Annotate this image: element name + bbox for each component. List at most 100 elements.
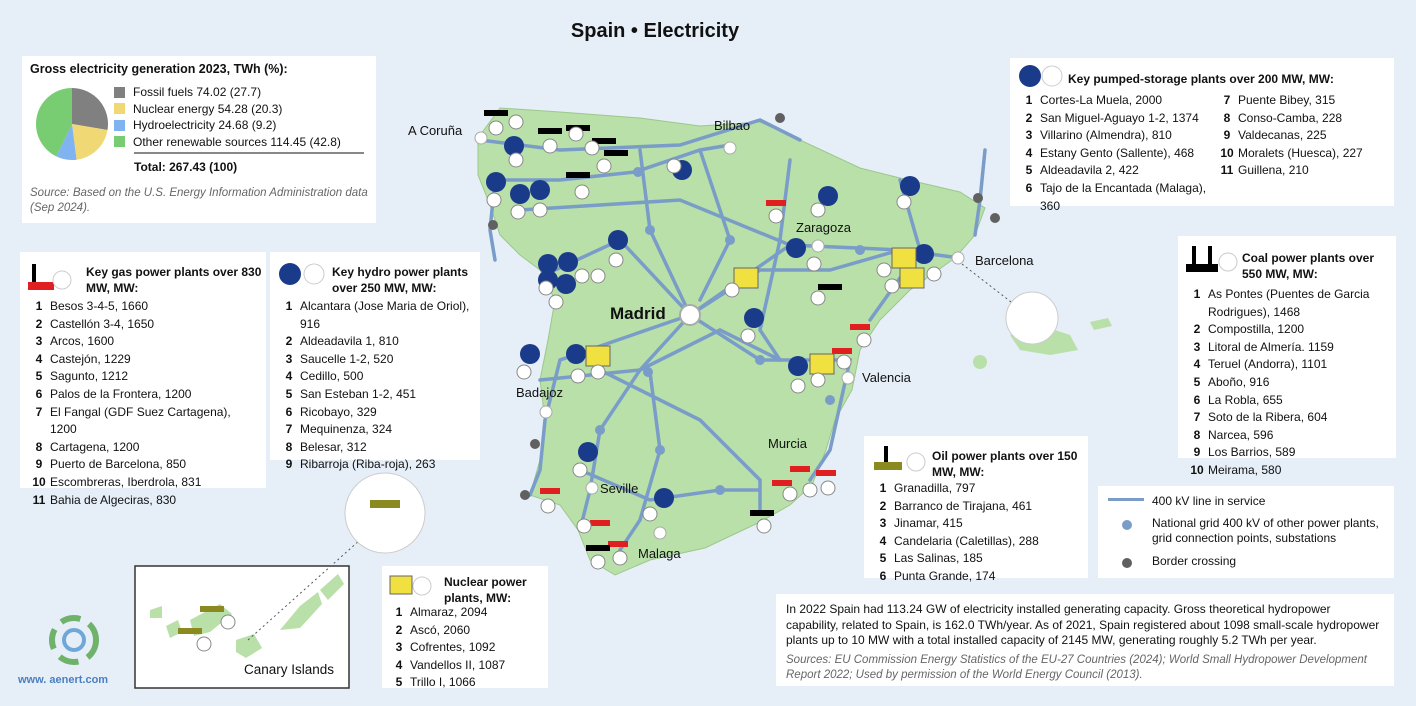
oil-number: 2: [879, 498, 887, 513]
legend-border-swatch: [1122, 558, 1132, 568]
canary-islands-shapes: [150, 574, 344, 658]
generation-panel: Gross electricity generation 2023, TWh (…: [22, 56, 376, 223]
pumped-number: 8: [1223, 110, 1231, 125]
hydro-number: 5: [285, 386, 293, 401]
generation-heading: Gross electricity generation 2023, TWh (…: [30, 62, 288, 76]
city-badajoz: Badajoz: [516, 385, 563, 400]
oil-number: 6: [879, 568, 887, 583]
gas-number: 9: [35, 457, 43, 472]
coal-label: Soto de la Ribera, 604: [1208, 410, 1328, 425]
gas-number: 8: [35, 439, 43, 454]
gas-label: Bahia de Algeciras, 830: [50, 492, 177, 507]
coal-label: Compostilla, 1200: [1208, 322, 1305, 337]
gas-number: 2: [35, 316, 43, 331]
nuclear-number: 2: [395, 622, 403, 637]
hydro-item-5: 5 San Esteban 1-2, 451: [278, 386, 474, 404]
gas-number: 1: [35, 299, 43, 313]
logo-text: www. aenert.com: [18, 674, 109, 686]
nuclear-heading: Nuclear power plants, MW:: [444, 575, 527, 605]
gas-label: Sagunto, 1212: [50, 369, 129, 384]
nuclear-label: Vandellos II, 1087: [410, 657, 506, 672]
gas-icon: [28, 264, 72, 290]
pumped-label: Valdecanas, 225: [1238, 128, 1327, 143]
gas-label: Escombreras, Iberdrola, 831: [50, 474, 202, 489]
pie-slice-1: [72, 124, 108, 160]
pumped-number: 6: [1025, 180, 1033, 195]
pumped-label: Villarino (Almendra), 810: [1040, 128, 1172, 143]
gas-label: Cartagena, 1200: [50, 439, 140, 454]
coal-number: 7: [1193, 410, 1201, 425]
legend-grid-swatch: [1122, 520, 1132, 530]
gas-number: 6: [35, 386, 43, 401]
pie-slice-0: [72, 88, 108, 131]
hydro-label: San Esteban 1-2, 451: [300, 386, 417, 401]
oil-label: Granadilla, 797: [894, 481, 976, 495]
coal-number: 10: [1190, 462, 1204, 477]
hydro-panel: Key hydro power plants over 250 MW, MW: …: [270, 252, 480, 471]
pumped-item-3: 3 Villarino (Almendra), 810: [1018, 127, 1214, 145]
gas-number: 10: [32, 474, 46, 489]
gas-label: Castejón, 1229: [50, 351, 131, 366]
pumped-label: Conso-Camba, 228: [1238, 110, 1343, 125]
balearic-connector: [961, 263, 1016, 306]
hydro-item-2: 2 Aldeadavila 1, 810: [278, 333, 474, 351]
generation-total: Total: 267.43 (100): [134, 160, 238, 174]
nuclear-label: Trillo I, 1066: [410, 675, 476, 690]
gas-number: 7: [35, 404, 43, 419]
coal-label: As Pontes (Puentes de Garcia Rodrigues),…: [1208, 287, 1370, 319]
gas-item-6: 6 Palos de la Frontera, 1200: [28, 386, 258, 404]
coal-heading: Coal power plants over 550 MW, MW:: [1242, 251, 1375, 281]
pumped-item-8: 8 Conso-Camba, 228: [1216, 110, 1386, 128]
nuclear-label: Almaraz, 2094: [410, 605, 488, 619]
hydro-label: Cedillo, 500: [300, 369, 364, 384]
hydro-label: Aldeadavila 1, 810: [300, 334, 399, 349]
oil-number: 1: [879, 481, 887, 495]
legend-line-swatch: [1108, 498, 1144, 501]
pumped-label: Estany Gento (Sallente), 468: [1040, 145, 1195, 160]
hydro-number: 2: [285, 334, 293, 349]
coal-number: 9: [1193, 445, 1201, 460]
pumped-number: 1: [1025, 93, 1033, 107]
plant-markers: [484, 110, 1048, 570]
generation-pie: [35, 88, 108, 160]
pumped-number: 3: [1025, 128, 1033, 143]
gas-label: Palos de la Frontera, 1200: [50, 386, 192, 401]
pumped-label: Cortes-La Muela, 2000: [1040, 93, 1163, 107]
aenert-logo: [49, 615, 99, 665]
pumped-panel: Key pumped-storage plants over 200 MW, M…: [1010, 58, 1394, 213]
hydro-label: Belesar, 312: [300, 439, 367, 454]
gas-number: 4: [35, 351, 43, 366]
coal-number: 4: [1193, 357, 1201, 372]
pie-slice-2: [56, 124, 77, 160]
legend-nuclear: Nuclear energy 54.28 (20.3): [114, 101, 341, 118]
hydro-heading: Key hydro power plants over 250 MW, MW:: [332, 265, 469, 295]
oil-label: Las Salinas, 185: [894, 551, 983, 566]
gas-number: 3: [35, 334, 43, 349]
hydro-label: Mequinenza, 324: [300, 422, 393, 437]
